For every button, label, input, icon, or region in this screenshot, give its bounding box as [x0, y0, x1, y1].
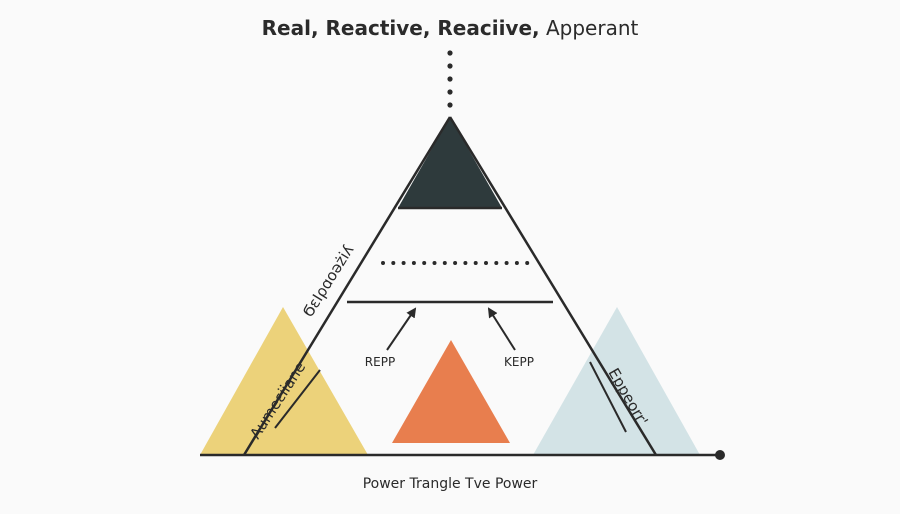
dot — [463, 261, 468, 265]
arrow-left — [386, 307, 417, 351]
arrow-left-label: REPP — [365, 355, 395, 369]
arrow-right — [487, 307, 516, 351]
caption: Power Trangle Tve Power — [363, 476, 538, 492]
orange-triangle — [392, 340, 510, 443]
dot — [484, 261, 488, 265]
dot — [442, 261, 447, 265]
middle-dotted-line — [381, 261, 530, 265]
dot — [453, 261, 458, 265]
diagram-title: Real, Reactive, Reaciive, Apperant — [0, 16, 900, 40]
dark-apex-triangle — [398, 117, 502, 208]
dot — [525, 261, 530, 265]
title-regular: Apperant — [545, 16, 639, 40]
yellow-underline — [274, 369, 321, 429]
blue-underline — [589, 361, 627, 433]
dot — [473, 261, 478, 265]
baseline-end-dot — [715, 450, 725, 460]
yellow-triangle — [200, 307, 368, 455]
dot — [514, 261, 519, 265]
dot — [494, 261, 499, 265]
dot — [401, 261, 406, 265]
arrow-right-label: KEPP — [504, 355, 534, 369]
main-left-side — [242, 116, 452, 456]
dot — [381, 261, 385, 265]
dot — [391, 261, 396, 265]
dot — [504, 261, 509, 265]
main-right-side — [448, 116, 658, 456]
dot — [432, 261, 437, 265]
lightblue-triangle — [533, 307, 700, 455]
title-bold: Real, Reactive, Reaciive, — [261, 16, 540, 40]
top-dotted-line — [447, 50, 453, 108]
dot — [411, 261, 416, 265]
dot — [422, 261, 427, 265]
